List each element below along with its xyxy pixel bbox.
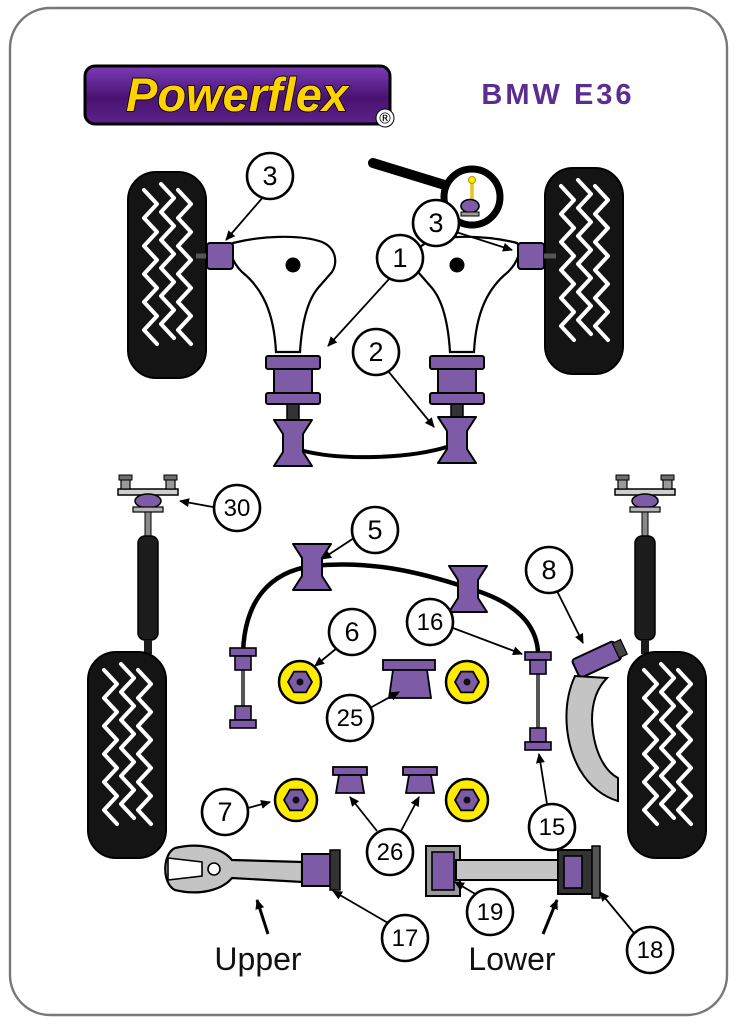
callout-25: 25 [325,691,400,743]
drop-link-left [229,647,257,729]
trailing-arm-bracket [565,638,629,803]
rear-beam-bush-bottom-left [273,777,319,823]
tire-front-left [126,170,208,380]
upper-arm-pointer [255,899,270,935]
center-mount-bracket [382,659,436,699]
rear-antiroll-bar [240,543,541,653]
callout-2: 2 [351,327,435,428]
callout-15: 15 [527,753,577,852]
svg-text:6: 6 [344,617,359,647]
callout-18: 18 [599,891,675,975]
drop-link-right [524,651,552,751]
svg-text:7: 7 [217,797,232,827]
callout-7: 7 [200,787,271,837]
callout-8: 8 [524,545,584,644]
callout-16: 16 [405,597,523,656]
svg-text:15: 15 [539,814,566,841]
rear-beam-bush-top-left [277,659,323,705]
rear-beam-bush-top-right [444,659,490,705]
strut-bush-right [429,355,485,425]
svg-text:26: 26 [377,839,404,866]
tire-front-right [543,166,625,376]
front-arm-bush-right [517,242,556,270]
svg-text:5: 5 [367,515,382,545]
model-title: BMW E36 [481,79,634,111]
svg-text:25: 25 [337,705,364,732]
tire-rear-left [86,650,168,860]
front-suspension-diagram: 3 3 1 2 [126,151,625,467]
svg-text:17: 17 [392,925,419,952]
strut-bush-left [265,355,321,425]
svg-text:3: 3 [428,208,443,238]
svg-text:1: 1 [392,243,407,273]
callout-3-front-right: 3 [411,198,513,252]
callout-26: 26 [349,796,420,877]
magnifier [368,158,504,229]
callout-5: 5 [321,505,400,560]
callout-19: 19 [454,881,515,937]
front-antiroll-bar [273,416,477,467]
callout-17: 17 [332,890,430,963]
small-bracket-left [332,766,368,794]
registered-mark: ® [378,110,393,128]
svg-text:16: 16 [417,609,444,636]
small-bracket-right [402,766,438,794]
callout-6: 6 [314,607,377,667]
page-border [8,6,729,1017]
svg-text:3: 3 [262,161,277,191]
lower-arm-pointer [541,899,559,935]
shock-absorber-right [614,474,676,655]
brand-name: Powerflex [126,68,350,121]
svg-text:2: 2 [368,337,383,367]
rear-suspension-diagram: 30 5 8 6 16 25 15 [86,474,708,977]
callout-30: 30 [179,483,262,533]
svg-text:8: 8 [541,555,556,585]
svg-text:18: 18 [637,937,664,964]
svg-text:30: 30 [224,495,251,522]
callout-3-front-left: 3 [225,151,295,241]
control-arm-front-left [229,235,337,354]
lower-arm [425,845,601,899]
lower-arm-label: Lower [468,941,556,977]
upper-arm-label: Upper [214,941,302,977]
shock-absorber-left [117,474,179,655]
rear-beam-bush-bottom-right [444,777,490,823]
upper-arm [164,844,341,894]
svg-text:19: 19 [477,899,504,926]
callout-1: 1 [327,233,425,347]
header: Powerflex ® BMW E36 [83,64,634,128]
tire-rear-right [626,650,708,860]
front-arm-bush-left [196,242,234,270]
control-arm-front-right [413,235,521,354]
powerflex-logo: Powerflex ® [83,64,395,128]
